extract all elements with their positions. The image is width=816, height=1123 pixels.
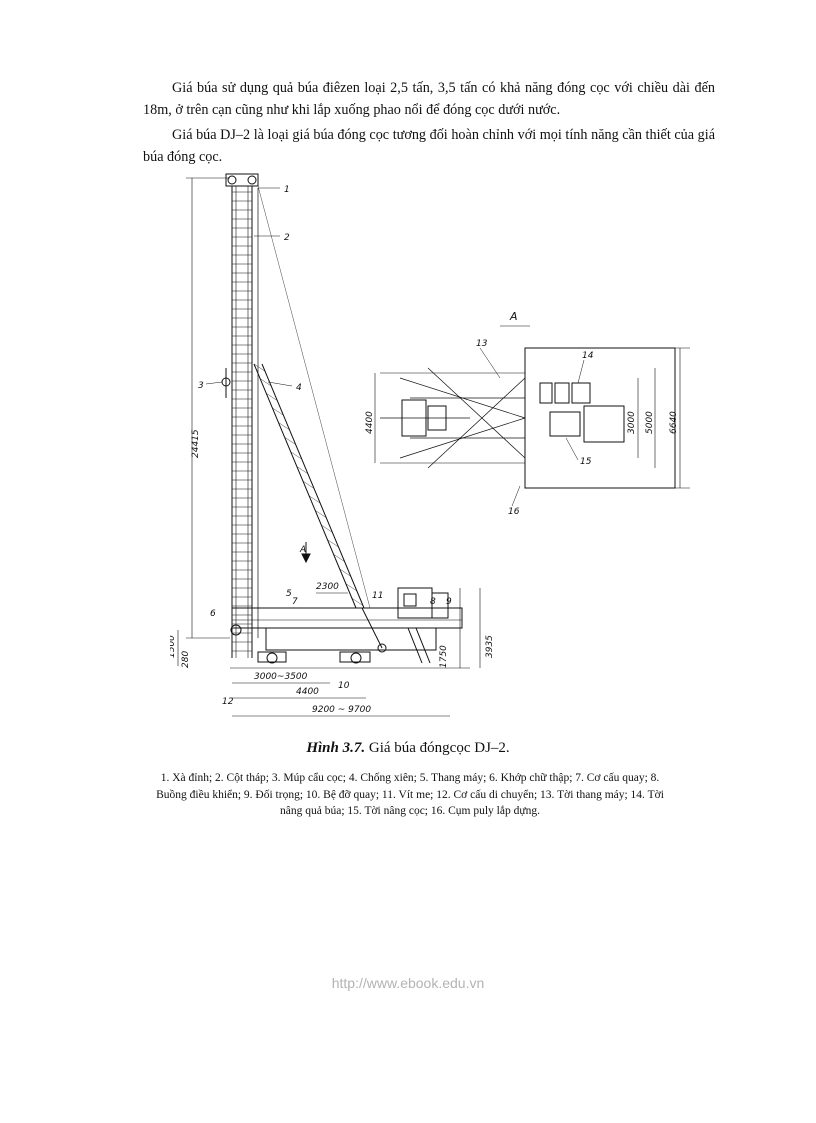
brace-lattice-bar — [266, 393, 278, 401]
figure-title: Giá búa đóngcọc DJ–2. — [368, 740, 510, 756]
base-dimensions — [177, 588, 481, 717]
brace-lattice-bar — [321, 524, 333, 533]
plan-view — [374, 347, 690, 489]
brace-lattice-bar — [272, 407, 284, 416]
figure-label: Hình 3.7. — [306, 740, 366, 756]
brace-lattice-bar — [327, 539, 339, 548]
footer-url: http://www.ebook.edu.vn — [331, 975, 485, 991]
brace-lattice-bar — [302, 480, 315, 489]
brace-lattice-bar — [333, 554, 345, 562]
dim-9200-9700: 9200 ~ 9700 — [312, 705, 371, 715]
diagonal-brace — [253, 363, 365, 609]
dim-1750: 1750 — [439, 645, 449, 668]
callout-16: 16 — [508, 507, 520, 517]
callout-6: 6 — [210, 609, 216, 619]
dim-3935: 3935 — [485, 635, 495, 658]
paragraph-2: Giá búa DJ–2 là loại giá búa đóng cọc tư… — [143, 127, 715, 165]
dim-3000: 3000 — [627, 411, 637, 434]
brace-lattice-bar — [345, 583, 357, 592]
dim-4400-plan: 4400 — [365, 411, 375, 434]
figure-legend: 1. Xà đỉnh; 2. Cột tháp; 3. Múp cẩu cọc;… — [156, 772, 664, 817]
callout-15: 15 — [580, 457, 592, 467]
dim-280: 280 — [181, 651, 191, 668]
dim-24415: 24415 — [191, 429, 201, 458]
callout-13: 13 — [476, 339, 488, 349]
callout-9: 9 — [446, 597, 452, 607]
tower-mast — [221, 173, 259, 658]
view-a-arrow-label: A — [299, 545, 306, 555]
callout-4: 4 — [296, 383, 302, 393]
figure-caption: Hình 3.7. Giá búa đóngcọc DJ–2. — [0, 740, 816, 757]
brace-lattice-bar — [260, 378, 272, 387]
base-platform — [230, 587, 470, 669]
brace-lattice-bar — [290, 451, 302, 460]
callout-3: 3 — [198, 381, 204, 391]
dim-2300: 2300 — [316, 582, 339, 592]
brace-lattice-bar — [253, 363, 266, 372]
callout-5: 5 — [286, 589, 292, 599]
callout-2: 2 — [284, 233, 290, 243]
callout-10: 10 — [338, 681, 350, 691]
dim-6640: 6640 — [669, 411, 679, 434]
brace-lattice-bar — [308, 495, 321, 504]
callout-14: 14 — [582, 351, 594, 361]
callout-12: 12 — [222, 697, 234, 707]
paragraph-1: Giá búa sử dụng quả búa điêzen loại 2,5 … — [143, 80, 715, 118]
brace-lattice-bar — [284, 437, 296, 445]
brace-lattice-bar — [296, 466, 309, 474]
callout-11: 11 — [372, 591, 383, 601]
dim-3000-3500: 3000~3500 — [254, 672, 308, 682]
callout-1: 1 — [284, 185, 290, 195]
dimension-24415 — [186, 177, 230, 639]
brace-lattice-bar — [339, 568, 351, 577]
view-a-label: A — [509, 310, 518, 323]
brace-lattice-bar — [315, 510, 327, 518]
dim-5000: 5000 — [645, 411, 655, 434]
callout-8: 8 — [430, 597, 436, 607]
dim-1500: 1500 — [170, 635, 177, 658]
brace-lattice-bar — [351, 598, 364, 606]
pile-driver-drawing: 24415 — [167, 168, 730, 728]
dim-4400-side: 4400 — [296, 687, 319, 697]
brace-lattice-bar — [278, 422, 290, 431]
callout-7: 7 — [292, 597, 298, 607]
